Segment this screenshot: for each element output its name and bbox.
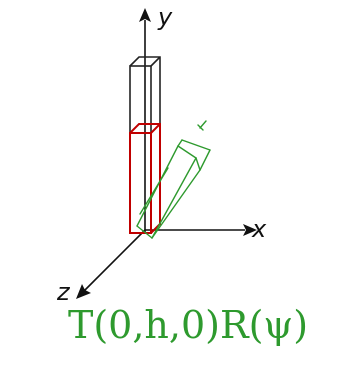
z-axis-arrowhead [76,284,91,299]
z-axis: z [56,229,146,306]
rotated-box [136,120,211,239]
y-axis: y [139,3,173,232]
y-axis-arrowhead [139,8,151,22]
scaled-box [129,123,161,234]
x-axis-label: x [251,215,267,243]
x-axis: x [145,215,267,243]
formula-annotation: T(0,h,0)R(ψ) [68,303,308,347]
x-axis-arrowhead [243,224,257,236]
z-axis-label: z [56,278,71,306]
y-axis-label: y [157,3,173,31]
formula-text: T(0,h,0)R(ψ) [68,303,308,347]
